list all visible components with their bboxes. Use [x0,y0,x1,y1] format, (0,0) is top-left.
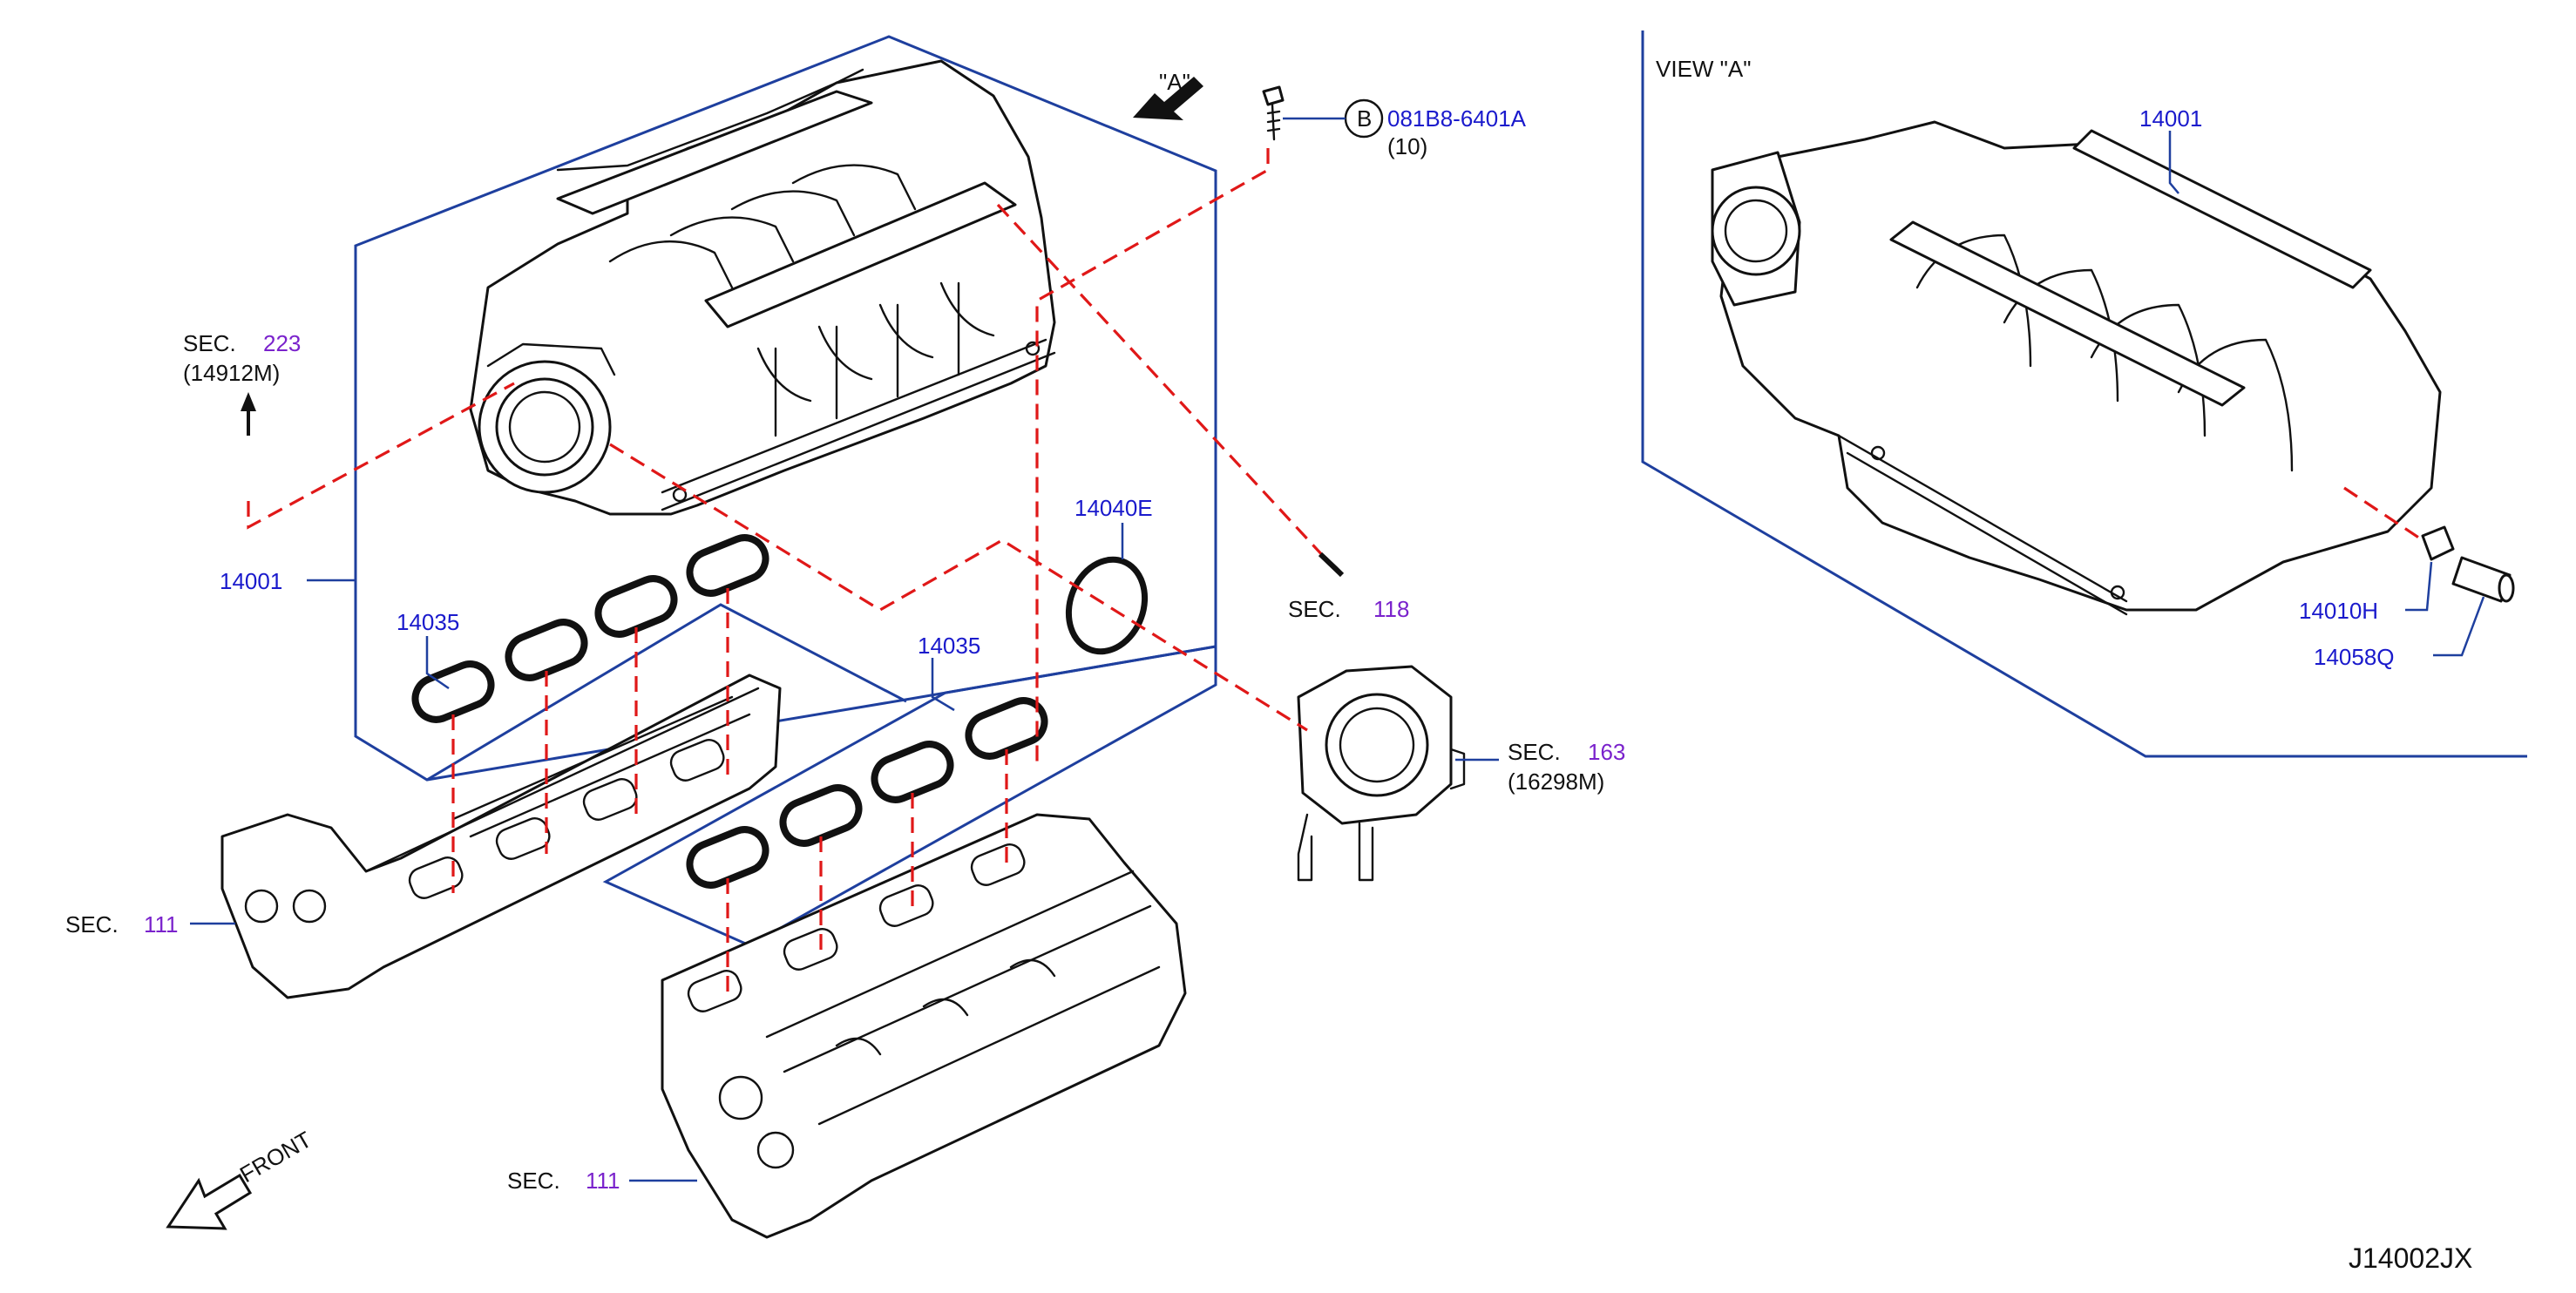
intake-manifold-main[interactable] [469,59,1056,516]
front-direction-label: FRONT [235,1126,316,1188]
view-a-frame [1641,30,2527,758]
part-14058q-label[interactable]: 14058Q [2314,644,2395,670]
sec-118-word: SEC. [1288,596,1341,622]
diagram-code: J14002JX [2349,1242,2472,1274]
gasket-set-14035-right[interactable] [683,694,1050,891]
view-a-direction-arrow [1133,77,1203,120]
throttle-body[interactable] [1297,665,1466,882]
sec-163-part: (16298M) [1508,768,1604,795]
part-14010h-clip[interactable] [2421,525,2455,561]
front-arrow [166,1173,253,1230]
leader-14058q [2433,596,2485,657]
part-14058q-cap[interactable] [2451,556,2515,603]
view-a-title: VIEW "A" [1656,56,1751,82]
leader-14035-left [425,636,450,690]
sec-223-number[interactable]: 223 [263,330,301,356]
sec-111-left-word: SEC. [65,911,119,938]
hidden-lines [247,148,2423,993]
sec-223-word: SEC. [183,330,236,356]
sec-111-bottom-word: SEC. [507,1168,560,1194]
part-14010h-label[interactable]: 14010H [2299,598,2378,624]
intake-manifold-view-a[interactable] [1711,120,2442,616]
view-a-arrow-label: "A" [1159,69,1190,95]
cylinder-head-right[interactable] [661,813,1187,1239]
sec-223-part: (14912M) [183,360,280,386]
part-14035-left-label[interactable]: 14035 [397,609,459,635]
bolt-081b8-6401a[interactable] [1262,85,1285,141]
part-14001-left-label[interactable]: 14001 [220,568,282,594]
part-14035-right-label[interactable]: 14035 [918,633,980,659]
gasket-set-14035-left[interactable] [409,531,771,726]
cylinder-head-left[interactable] [220,674,782,999]
leader-14035-right [931,658,955,712]
sec-223-arrow [241,392,256,436]
right-gasket-bank-frame [602,645,1217,947]
sec-111-left-number[interactable]: 111 [144,911,179,938]
sec-163-word: SEC. [1508,739,1561,765]
sec-118-arrow [1318,552,1345,578]
sec-118-number[interactable]: 118 [1373,596,1409,622]
leader-14010h [2405,561,2433,612]
bolt-quantity: (10) [1387,133,1427,159]
leader-14001-view [2168,131,2179,194]
part-14040e-label[interactable]: 14040E [1074,495,1153,521]
sec-163-number[interactable]: 163 [1588,739,1625,765]
left-gasket-bank-frame [426,603,907,782]
part-14001-view-label[interactable]: 14001 [2139,105,2202,132]
gasket-14040e[interactable] [1056,549,1157,662]
bolt-part-number[interactable]: 081B8-6401A [1387,105,1527,132]
sec-111-bottom-number[interactable]: 111 [586,1168,620,1194]
bolt-callout-letter: B [1357,105,1372,132]
